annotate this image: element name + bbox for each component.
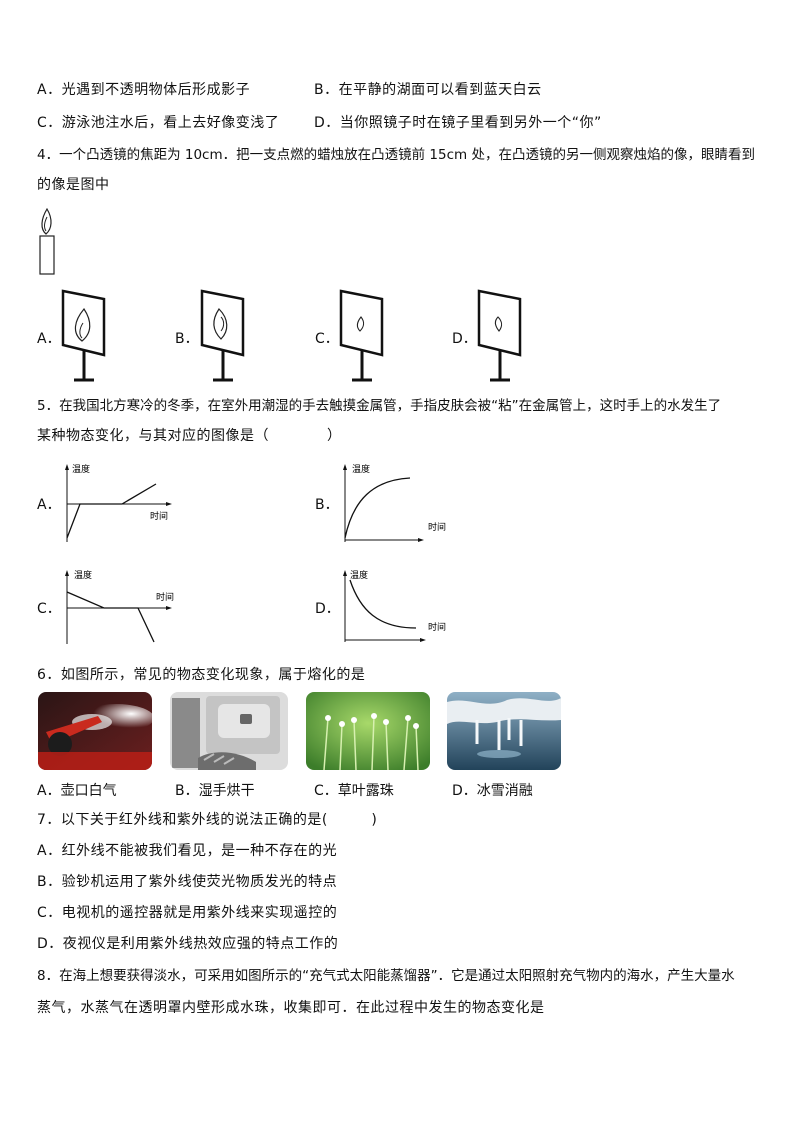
q7-option-c: C．电视机的遥控器就是用紫外线来实现遥控的 — [37, 905, 338, 921]
q7-option-d: D．夜视仪是利用紫外线热效应强的特点工作的 — [37, 936, 339, 952]
screen-image-a — [61, 289, 106, 382]
q4-label-d: D． — [452, 331, 477, 347]
graph-b: 温度 时间 — [343, 463, 446, 542]
photo-kettle-steam — [38, 692, 152, 770]
q6-stem: 6．如图所示，常见的物态变化现象，属于熔化的是 — [37, 667, 366, 683]
graph-d-x-label: 时间 — [428, 621, 446, 633]
q5-label-d: D． — [315, 601, 340, 617]
q5-stem-line1: 5．在我国北方寒冷的冬季，在室外用潮湿的手去触摸金属管，手指皮肤会被“粘”在金属… — [37, 398, 722, 414]
graph-c-x-label: 时间 — [156, 591, 174, 603]
graph-c: 温度 时间 — [65, 569, 174, 644]
candle-figure — [39, 207, 55, 275]
q6-caption-b: B．湿手烘干 — [175, 783, 255, 799]
graph-a: 温度 时间 — [65, 463, 172, 542]
q5-label-b: B． — [315, 497, 339, 513]
q5-label-c: C． — [37, 601, 61, 617]
q6-caption-d: D．冰雪消融 — [452, 783, 533, 799]
photo-melting-ice — [447, 692, 561, 770]
photo-hand-dryer — [170, 692, 288, 770]
q8-stem-line1: 8．在海上想要获得淡水，可采用如图所示的“充气式太阳能蒸馏器”．它是通过太阳照射… — [37, 968, 735, 984]
q4-stem-line1: 4．一个凸透镜的焦距为 10cm．把一支点燃的蜡烛放在凸透镜前 15cm 处，在… — [37, 147, 755, 163]
q3-option-b: B．在平静的湖面可以看到蓝天白云 — [314, 82, 542, 98]
q5-stem-line2: 某种物态变化，与其对应的图像是（ ） — [37, 428, 342, 444]
screen-image-b — [200, 289, 245, 382]
q7-option-b: B．验钞机运用了紫外线使荧光物质发光的特点 — [37, 874, 338, 890]
q3-option-d: D．当你照镜子时在镜子里看到另外一个“你” — [314, 115, 602, 131]
q7-option-a: A．红外线不能被我们看见，是一种不存在的光 — [37, 843, 338, 859]
screen-image-c — [339, 289, 384, 382]
graph-c-y-label: 温度 — [74, 569, 92, 581]
q6-caption-a: A．壶口白气 — [37, 783, 117, 799]
q8-stem-line2: 蒸气，水蒸气在透明罩内壁形成水珠，收集即可．在此过程中发生的物态变化是 — [37, 1000, 545, 1016]
graph-b-x-label: 时间 — [428, 521, 446, 533]
graph-b-y-label: 温度 — [352, 463, 370, 475]
q5-label-a: A． — [37, 497, 61, 513]
graph-a-y-label: 温度 — [72, 463, 90, 475]
graph-a-x-label: 时间 — [150, 510, 168, 522]
q3-option-c: C．游泳池注水后，看上去好像变浅了 — [37, 115, 280, 131]
q4-label-a: A． — [37, 331, 61, 347]
photo-dew-on-grass — [306, 692, 430, 770]
q7-stem: 7．以下关于红外线和紫外线的说法正确的是( ) — [37, 812, 378, 828]
q6-caption-c: C．草叶露珠 — [314, 783, 394, 799]
graph-d: 温度 时间 — [343, 569, 446, 642]
q4-stem-line2: 的像是图中 — [37, 177, 110, 193]
screen-image-d — [477, 289, 522, 382]
q4-label-b: B． — [175, 331, 199, 347]
graph-d-y-label: 温度 — [350, 569, 368, 581]
q3-option-a: A．光遇到不透明物体后形成影子 — [37, 82, 251, 98]
q4-label-c: C． — [315, 331, 339, 347]
